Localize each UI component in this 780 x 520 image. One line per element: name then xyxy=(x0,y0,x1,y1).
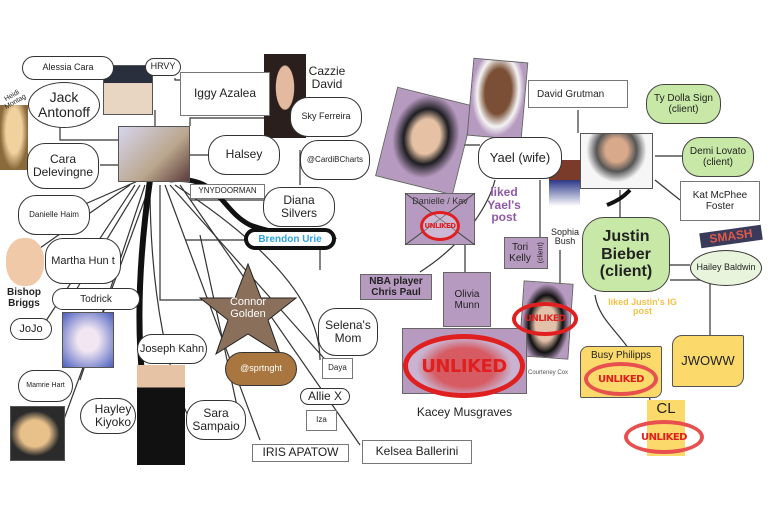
yael-wife-node: Yael (wife) xyxy=(478,137,562,179)
hayley-kiyoko-node: Hayley Kiyoko xyxy=(80,398,136,434)
scooter-braun-photo xyxy=(580,133,653,189)
brendon-urie-node: Brendon Urie xyxy=(244,228,336,250)
sophia-bush-label: Sophia Bush xyxy=(550,227,580,247)
tori-kelly-node: Tori Kelly xyxy=(504,237,548,269)
daya-node: Daya xyxy=(322,358,353,379)
joseph-kahn-node: Joseph Kahn xyxy=(137,334,207,364)
martha-hunt-node: Martha Hun t xyxy=(45,238,121,284)
justin-bieber-node: Justin Bieber (client) xyxy=(582,217,670,292)
allie-x-node: Allie X xyxy=(300,388,350,405)
cara-delevingne-node: Cara Delevingne xyxy=(27,143,99,189)
unliked-stamp: UNLIKED xyxy=(584,362,658,396)
cazzie-david-label: Cazzie David xyxy=(308,64,346,91)
courteney-cox-label: Courteney Cox xyxy=(527,370,569,376)
unliked-stamp: UNLIKED xyxy=(512,302,578,336)
selenas-mom-node: Selena's Mom xyxy=(318,308,378,356)
usher-photo xyxy=(466,57,529,141)
kelsea-ballerini-node: Kelsea Ballerini xyxy=(362,440,472,464)
liked-yaels-post-note: liked Yael's post xyxy=(487,185,521,225)
jwoww-node: JWOWW xyxy=(672,335,744,387)
tori-kelly-client-label: (client) xyxy=(537,242,545,264)
bishop-briggs-label: Bishop Briggs xyxy=(7,287,41,309)
mamrie-hart-node: Mamrie Hart xyxy=(18,370,73,402)
miley-photo xyxy=(10,406,65,461)
memoji-photo xyxy=(6,238,44,286)
bachelor-photo xyxy=(137,365,185,465)
liked-justins-ig-post-note: liked Justin's IG post xyxy=(608,297,677,317)
diana-silvers-node: Diana Silvers xyxy=(263,187,335,227)
jack-antonoff-node: Jack Antonoff xyxy=(28,82,100,128)
kat-mcphee-foster-node: Kat McPhee Foster xyxy=(680,181,760,221)
todrick-node: Todrick xyxy=(52,288,140,310)
cher-photo xyxy=(62,312,114,368)
nba-player-chris-paul-node: NBA player Chris Paul xyxy=(360,274,432,300)
taylor-swift-photo xyxy=(118,126,190,182)
ty-dolla-sign-node: Ty Dolla Sign (client) xyxy=(646,84,721,124)
danielle-haim-node: Danielle Haim xyxy=(18,195,90,235)
sprtnght-node: @sprtnght xyxy=(225,352,297,386)
sky-ferreira-node: Sky Ferreira xyxy=(290,97,362,137)
connor-golden-star xyxy=(198,262,298,356)
cardibcharts-node: @CardiBCharts xyxy=(300,140,370,180)
unliked-stamp: UNLIKED xyxy=(624,420,704,454)
david-grutman-node: David Grutman xyxy=(528,80,628,108)
hrvy-node: HRVY xyxy=(145,58,181,76)
demi-lovato-node: Demi Lovato (client) xyxy=(682,137,754,177)
halsey-node: Halsey xyxy=(208,135,280,175)
connor-golden-label: Connor Golden xyxy=(229,296,267,320)
iza-node: Iza xyxy=(306,410,337,431)
olivia-munn-node: Olivia Munn xyxy=(443,272,491,327)
alessia-cara-node: Alessia Cara xyxy=(22,56,114,80)
unliked-stamp: UNLIKED xyxy=(403,334,525,398)
ynydoorman-node: YNYDOORMAN xyxy=(190,184,265,199)
kacey-musgraves-label: Kacey Musgraves xyxy=(416,405,513,419)
unliked-stamp: UNLIKED xyxy=(420,211,460,241)
sara-sampaio-node: Sara Sampaio xyxy=(186,400,246,440)
jojo-node: JoJo xyxy=(10,318,52,340)
iris-apatow-node: IRIS APATOW xyxy=(252,444,349,462)
heidi-montag-photo xyxy=(0,105,28,170)
iggy-azalea-node: Iggy Azalea xyxy=(180,72,270,116)
hailey-baldwin-node: Hailey Baldwin xyxy=(690,250,762,286)
